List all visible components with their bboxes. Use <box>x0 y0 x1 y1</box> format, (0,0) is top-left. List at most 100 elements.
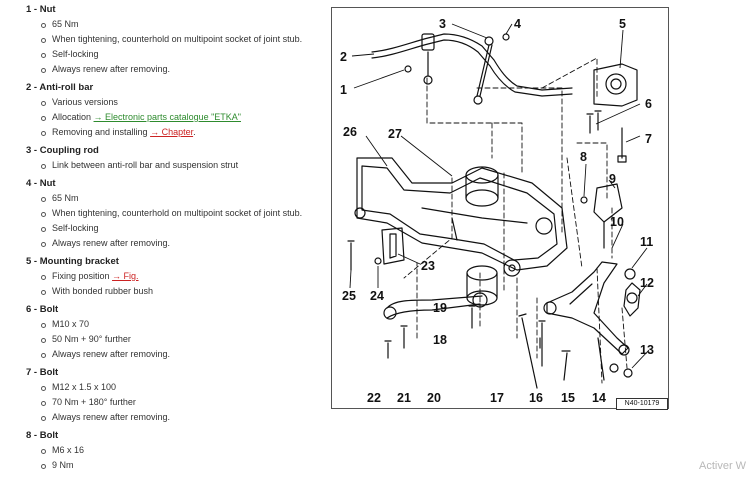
callout-3: 3 <box>439 17 446 31</box>
cross-reference-link[interactable]: → Fig. <box>112 271 139 281</box>
callout-15: 15 <box>561 391 575 405</box>
subframe <box>354 157 568 277</box>
callout-18: 18 <box>433 333 447 347</box>
section-bullet: Link between anti-roll bar and suspensio… <box>40 160 239 170</box>
callout-10: 10 <box>610 215 624 229</box>
section-bullet: Always renew after removing. <box>40 349 171 359</box>
section-title: 3 - Coupling rod <box>26 145 99 156</box>
callout-23: 23 <box>421 259 435 273</box>
section-bullet: When tightening, counterhold on multipoi… <box>40 208 303 218</box>
bullet-text: Link between anti-roll bar and suspensio… <box>52 160 239 170</box>
level-sensor-bracket <box>580 183 623 249</box>
activation-watermark: Activer W <box>699 460 747 472</box>
section-bullet: 9 Nm <box>41 460 74 470</box>
figure-code: N40-10179 <box>616 398 668 410</box>
section-title: 5 - Mounting bracket <box>26 256 119 267</box>
section-bullet: Always renew after removing. <box>40 238 171 248</box>
bullet-text: Allocation <box>52 112 94 122</box>
callout-9: 9 <box>609 172 616 186</box>
exploded-diagram: 1 2 3 4 5 6 7 8 9 10 11 12 13 14 15 16 1… <box>331 7 669 410</box>
section-bullet: With bonded rubber bush <box>40 286 154 296</box>
assembly-guide-lines <box>403 57 628 384</box>
anti-roll-bar <box>371 33 573 97</box>
callout-25: 25 <box>342 289 356 303</box>
section-title: 7 - Bolt <box>26 367 59 378</box>
bullet-text: Always renew after removing. <box>52 349 171 359</box>
wishbone <box>543 261 641 378</box>
section-bullet: M6 x 16 <box>40 445 85 455</box>
bonded-rubber-bush <box>465 166 499 306</box>
section-bullet: M12 x 1.5 x 100 <box>40 382 117 392</box>
callout-1: 1 <box>340 83 347 97</box>
bullet-text: 70 Nm + 180° further <box>52 397 136 407</box>
bullet-text: 65 Nm <box>52 19 79 29</box>
bullet-text: Always renew after removing. <box>52 238 171 248</box>
bullet-text: Various versions <box>52 97 118 107</box>
bullet-text: Self-locking <box>52 223 99 233</box>
section-title: 4 - Nut <box>26 178 56 189</box>
bullet-text: M12 x 1.5 x 100 <box>52 382 117 392</box>
section-bullet: Removing and installing → Chapter. <box>41 127 196 137</box>
callout-17: 17 <box>490 391 504 405</box>
bullet-text: 65 Nm <box>52 193 79 203</box>
section-title: 1 - Nut <box>26 4 56 15</box>
bullet-text: M10 x 70 <box>52 319 90 329</box>
callout-20: 20 <box>427 391 441 405</box>
bullet-text: 50 Nm + 90° further <box>52 334 131 344</box>
callout-14: 14 <box>592 391 606 405</box>
callout-12: 12 <box>640 276 654 290</box>
section-bullet: Always renew after removing. <box>40 412 171 422</box>
diagram-drawing: 1 2 3 4 5 6 7 8 9 10 11 12 13 14 15 16 1… <box>340 17 654 405</box>
callout-27: 27 <box>388 127 402 141</box>
section-bullet: Various versions <box>41 97 118 107</box>
section-title: 8 - Bolt <box>26 430 59 441</box>
bottom-bolts <box>384 305 605 389</box>
section-bullet: Self-locking <box>41 223 99 233</box>
callout-5: 5 <box>619 17 626 31</box>
bolts-6-7 <box>586 110 627 163</box>
callout-21: 21 <box>397 391 411 405</box>
callout-13: 13 <box>640 343 654 357</box>
section-title: 6 - Bolt <box>26 304 59 315</box>
mounting-bracket-23 <box>347 227 405 271</box>
pendulum-support <box>383 292 488 320</box>
section-bullet: 65 Nm <box>41 193 79 203</box>
callout-6: 6 <box>645 97 652 111</box>
bullet-text: Always renew after removing. <box>52 412 171 422</box>
bullet-text: Self-locking <box>52 49 99 59</box>
section-bullet: Allocation → Electronic parts catalogue … <box>41 112 241 122</box>
bullet-text: Always renew after removing. <box>52 64 171 74</box>
section-bullet: 50 Nm + 90° further <box>41 334 131 344</box>
section-bullet: Always renew after removing. <box>40 64 171 74</box>
cross-reference-link[interactable]: → Electronic parts catalogue "ETKA" <box>93 112 241 122</box>
leader-lines <box>349 23 650 369</box>
bullet-text: Removing and installing <box>52 127 151 137</box>
section-bullet: M10 x 70 <box>40 319 90 329</box>
callout-24: 24 <box>370 289 384 303</box>
section-bullet: 65 Nm <box>41 19 79 29</box>
bullet-text: With bonded rubber bush <box>52 286 154 296</box>
bullet-text: M6 x 16 <box>52 445 85 455</box>
section-bullet: 70 Nm + 180° further <box>41 397 136 407</box>
callout-2: 2 <box>340 50 347 64</box>
callout-8: 8 <box>580 150 587 164</box>
callout-26: 26 <box>343 125 357 139</box>
callout-16: 16 <box>529 391 543 405</box>
callout-11: 11 <box>640 235 653 249</box>
bullet-text: When tightening, counterhold on multipoi… <box>52 208 303 218</box>
bullet-suffix: . <box>193 127 196 137</box>
section-bullet: When tightening, counterhold on multipoi… <box>40 34 303 44</box>
mounting-bracket <box>593 63 638 107</box>
section-bullet: Fixing position → Fig. <box>41 271 139 281</box>
callout-22: 22 <box>367 391 381 405</box>
bullet-text: When tightening, counterhold on multipoi… <box>52 34 303 44</box>
callout-4: 4 <box>514 17 521 31</box>
instruction-list: 1 - Nut 65 Nm When tightening, counterhold… <box>0 0 325 480</box>
cross-reference-link[interactable]: → Chapter <box>150 127 194 137</box>
section-bullet: Self-locking <box>41 49 99 59</box>
bullet-text: 9 Nm <box>52 460 74 470</box>
section-title: 2 - Anti-roll bar <box>26 82 94 93</box>
callout-7: 7 <box>645 132 652 146</box>
bullet-text: Fixing position <box>52 271 113 281</box>
callout-19: 19 <box>433 301 447 315</box>
